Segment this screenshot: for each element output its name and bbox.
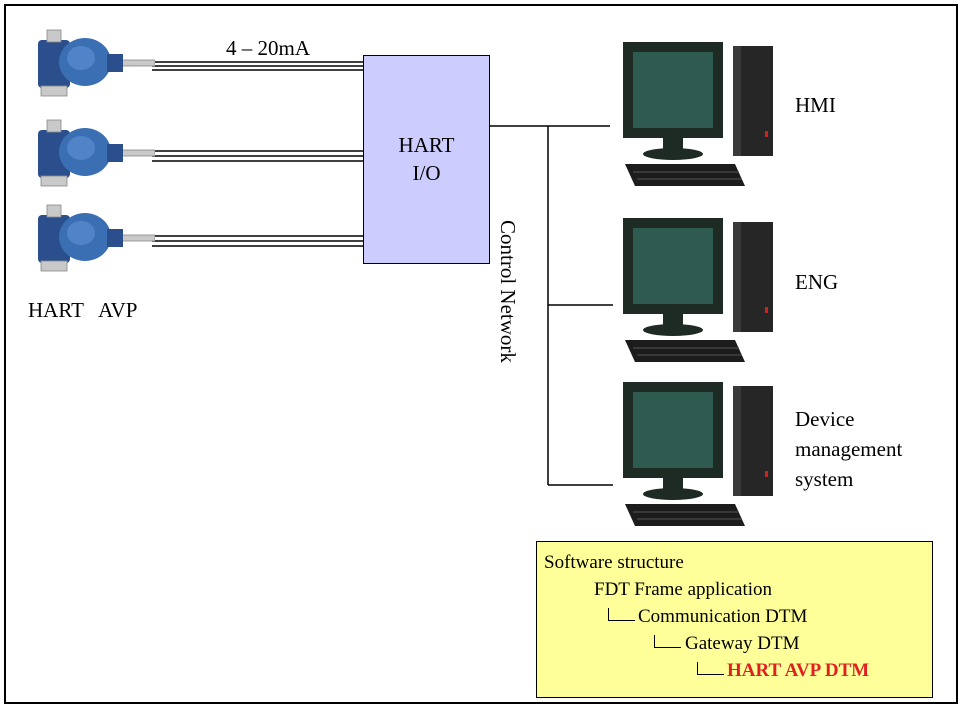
- device-2-wires: [152, 150, 363, 162]
- software-title: Software structure: [544, 552, 684, 573]
- tree-connector-3: [697, 662, 724, 675]
- dms-label-line2: management: [795, 437, 903, 461]
- software-level-4: HART AVP DTM: [727, 660, 870, 681]
- software-structure-box: Software structure FDT Frame application…: [536, 541, 933, 698]
- software-level-1: FDT Frame application: [594, 579, 773, 600]
- tree-connector-2: [654, 635, 681, 648]
- software-level-3: Gateway DTM: [685, 633, 800, 654]
- hart-avp-device-icon-2: [38, 119, 155, 187]
- diagram-frame: [4, 4, 958, 704]
- hmi-label: HMI: [795, 93, 836, 117]
- hart-avp-device-icon-1: [38, 29, 155, 97]
- hart-io-line2: I/O: [412, 160, 441, 185]
- hart-avp-device-icon-3: [38, 204, 155, 272]
- control-network-lines: [490, 125, 613, 486]
- eng-label: ENG: [795, 270, 839, 294]
- signal-label: 4 – 20mA: [226, 36, 310, 60]
- tree-connector-1: [608, 608, 635, 621]
- hart-io-line1: HART: [398, 133, 455, 158]
- eng-computer-icon: [623, 218, 773, 362]
- hart-io-box: HART I/O: [363, 55, 490, 264]
- software-level-2: Communication DTM: [638, 606, 808, 627]
- dms-label: Device management system: [795, 404, 902, 494]
- dms-label-line1: Device: [795, 407, 855, 431]
- hmi-computer-icon: [623, 42, 773, 186]
- control-network-label: Control Network: [496, 220, 520, 363]
- device-3-wires: [152, 235, 363, 247]
- devices-label: HART AVP: [28, 298, 138, 322]
- device-1-wires: [152, 61, 363, 71]
- dms-computer-icon: [623, 382, 773, 526]
- dms-label-line3: system: [795, 467, 854, 491]
